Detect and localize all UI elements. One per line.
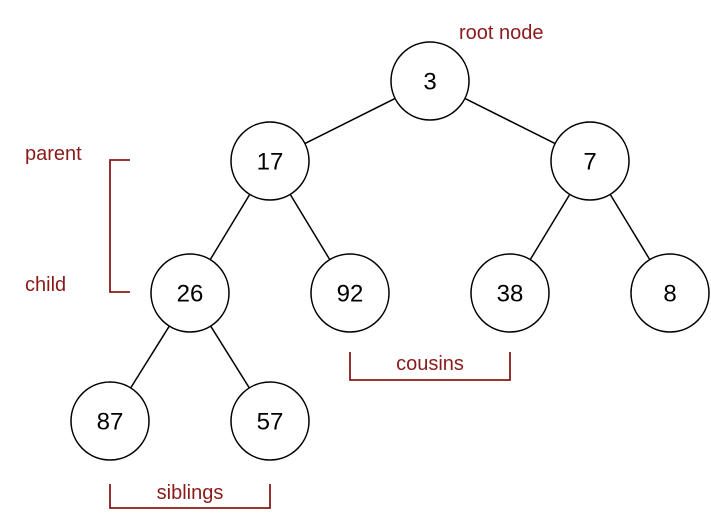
siblings-label: siblings [157,482,224,504]
cousins-label: cousins [396,353,464,375]
parent-label: parent [25,143,82,165]
tree-edge [130,325,170,389]
tree-node: 17 [230,121,310,201]
tree-node-value: 3 [423,69,436,96]
tree-edge [529,193,571,261]
tree-node-value: 38 [497,281,524,308]
tree-node: 7 [550,121,630,201]
tree-node-circle [390,41,470,121]
child-label: child [25,274,66,296]
tree-node-circle [70,381,150,461]
tree-node: 26 [150,253,230,333]
tree-node-value: 26 [177,281,204,308]
tree-node: 87 [70,381,150,461]
tree-edge [464,97,556,145]
tree-edges [130,97,651,389]
parent-child-bracket [109,159,130,293]
tree-node-circle [230,121,310,201]
tree-edge [609,193,651,261]
tree-node-circle [150,253,230,333]
tree-node-circle [310,253,390,333]
tree-node: 38 [470,253,550,333]
tree-node-value: 17 [257,149,284,176]
tree-node: 92 [310,253,390,333]
tree-node-circle [630,253,710,333]
tree-node-value: 8 [663,281,676,308]
tree-node: 8 [630,253,710,333]
tree-node-circle [230,381,310,461]
tree-node: 57 [230,381,310,461]
tree-node-value: 87 [97,409,124,436]
tree-nodes: 3 17 7 26 92 38 8 87 57 [70,41,710,461]
annotations: root node parent child cousins siblings [25,22,544,509]
cousins-bracket [349,352,511,381]
tree-edge [289,193,331,261]
tree-node-circle [550,121,630,201]
tree-node-circle [470,253,550,333]
siblings-bracket [109,484,271,509]
tree-node-value: 7 [583,149,596,176]
tree-node: 3 [390,41,470,121]
tree-node-value: 92 [337,281,364,308]
tree-edge [209,193,251,261]
root-node-label: root node [459,22,544,44]
tree-node-value: 57 [257,409,284,436]
tree-edge [304,97,396,145]
tree-edge [210,325,250,389]
